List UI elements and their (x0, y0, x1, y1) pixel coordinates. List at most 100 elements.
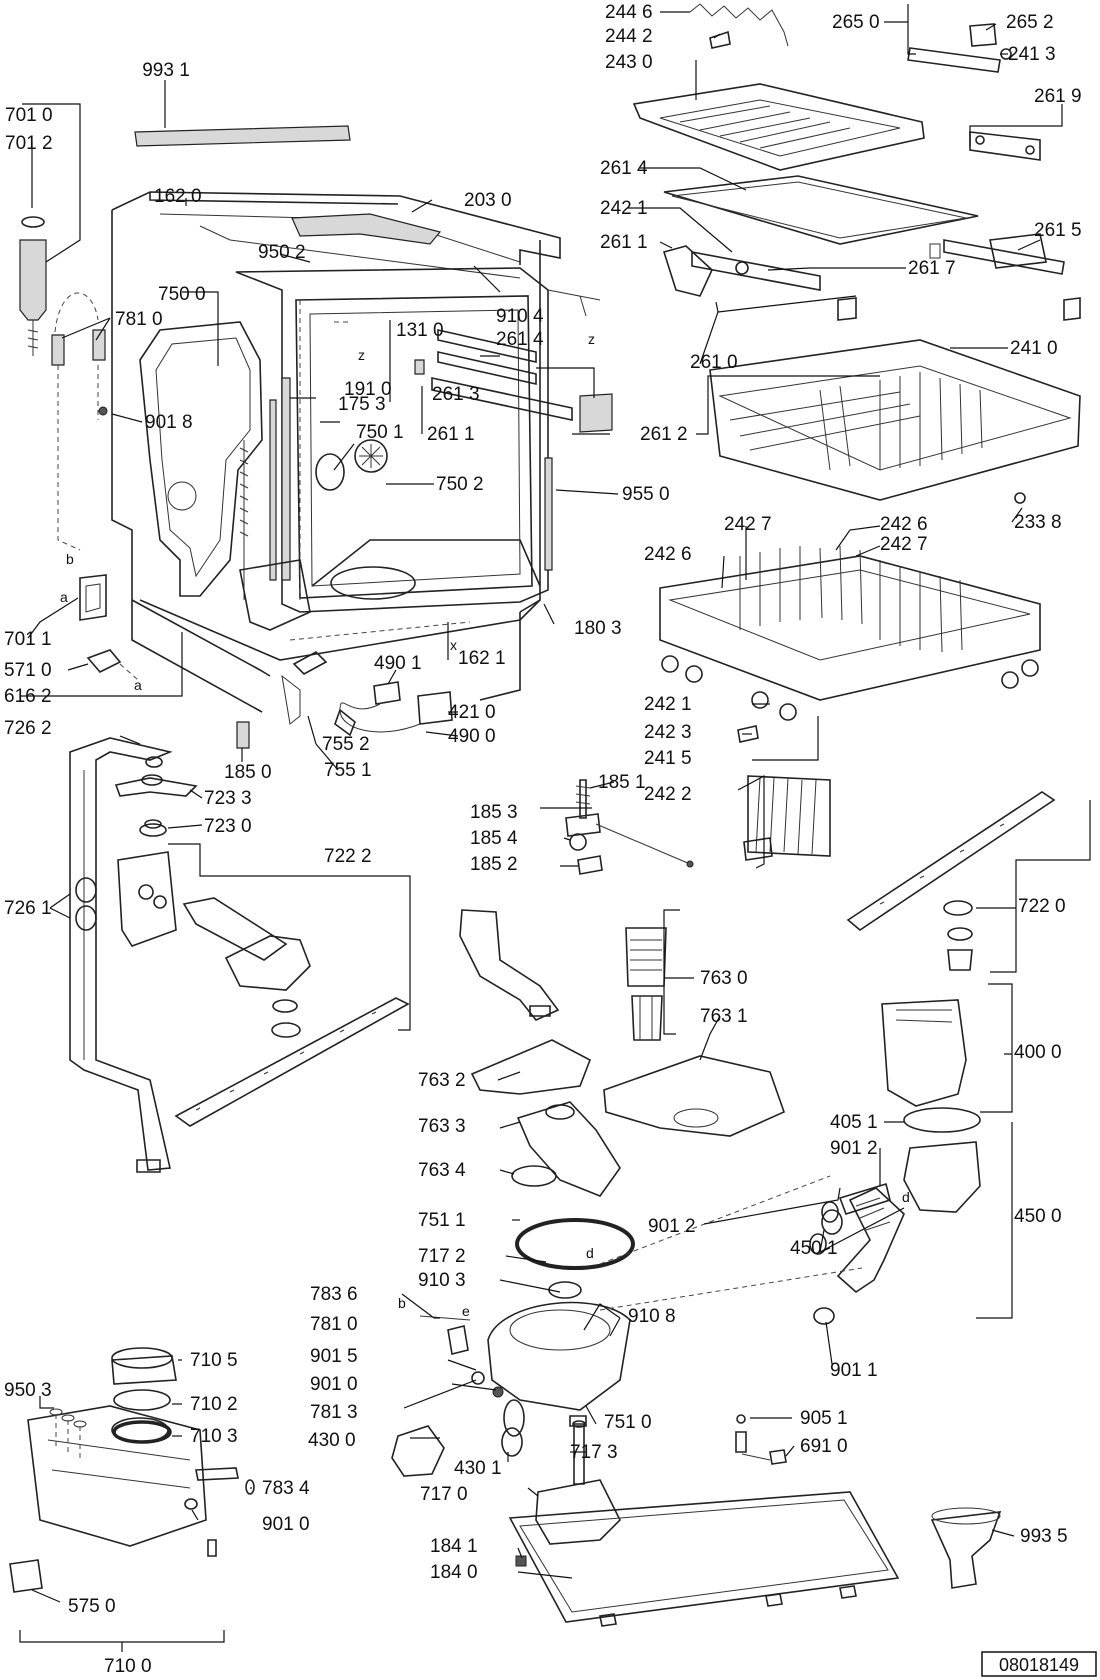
part-label: 162 0 (154, 186, 202, 207)
part-label: 901 2 (648, 1216, 696, 1237)
upper-rail-a (437, 329, 537, 363)
mains-plug (334, 708, 356, 737)
runner-left (691, 251, 821, 291)
part-label: 185 4 (470, 828, 518, 849)
part-label: 723 0 (204, 816, 252, 837)
part-label: 901 0 (310, 1374, 358, 1395)
part-label: 421 0 (448, 702, 496, 723)
reference-letter: a (60, 589, 68, 605)
part-label: 616 2 (4, 686, 52, 707)
part-label: 701 0 (5, 105, 53, 126)
part-label: 180 3 (574, 618, 622, 639)
wheel-6 (1021, 659, 1039, 677)
part-label: 265 2 (1006, 12, 1054, 33)
drain-pump (391, 1425, 445, 1477)
reference-letter: d (902, 1189, 910, 1205)
part-label: 405 1 (830, 1112, 878, 1133)
upper-spray-arm-assembly (846, 791, 1056, 971)
reference-letter: d (586, 1245, 594, 1261)
part-label: 450 0 (1014, 1206, 1062, 1227)
part-label: 710 5 (190, 1350, 238, 1371)
part-label: 781 3 (310, 1402, 358, 1423)
sump-and-pump (391, 1301, 631, 1545)
part-label: 701 1 (4, 629, 52, 650)
part-label: 184 0 (430, 1562, 478, 1583)
part-label: 261 2 (640, 424, 688, 445)
part-label: 261 9 (1034, 86, 1082, 107)
side-gasket-right (544, 457, 553, 571)
distributor-block (117, 851, 177, 947)
wheel-carrier-left (662, 245, 713, 297)
reference-letter: a (134, 677, 142, 693)
softener-valve (195, 1467, 239, 1481)
part-label: 763 2 (418, 1070, 466, 1091)
part-label: 244 6 (605, 2, 653, 23)
part-label: 763 4 (418, 1160, 466, 1181)
micro-filter (603, 1055, 785, 1137)
part-label: 723 3 (204, 788, 252, 809)
part-label: 950 2 (258, 242, 306, 263)
part-label: 242 7 (880, 534, 928, 555)
nonreturn-valve (548, 1281, 582, 1299)
wheel-3 (751, 691, 769, 709)
part-label: 242 1 (600, 198, 648, 219)
part-label: 242 2 (644, 784, 692, 805)
part-label: 261 1 (427, 424, 475, 445)
part-label: 901 8 (145, 412, 193, 433)
part-label: 261 4 (496, 329, 544, 350)
side-rail (269, 399, 277, 581)
lower-spray-arm (174, 997, 410, 1127)
part-label: 241 3 (1008, 44, 1056, 65)
circulation-pump (535, 1479, 621, 1545)
inlet-valve (19, 239, 47, 321)
part-label: 265 0 (832, 12, 880, 33)
heater-plug (86, 649, 122, 673)
part-label: 430 0 (308, 1430, 356, 1451)
lower-spray-arm-assembly (114, 774, 410, 1127)
salt-funnel (930, 1511, 1002, 1589)
part-label: 755 1 (324, 760, 372, 781)
part-label: 185 3 (470, 802, 518, 823)
part-label: 691 0 (800, 1436, 848, 1457)
part-label: 701 2 (5, 133, 53, 154)
circulation-duct (69, 737, 173, 1173)
part-label: 993 1 (142, 60, 190, 81)
vent-fan (354, 439, 388, 473)
part-label: 261 5 (1034, 220, 1082, 241)
part-label: 185 2 (470, 854, 518, 875)
filter-assembly (459, 909, 785, 1299)
part-label: 901 0 (262, 1514, 310, 1535)
part-label: 783 4 (262, 1478, 310, 1499)
sump-cover (881, 999, 967, 1107)
part-label: 717 3 (570, 1442, 618, 1463)
part-label: 717 0 (420, 1484, 468, 1505)
salt-cap (111, 1355, 177, 1385)
part-label: 901 2 (830, 1138, 878, 1159)
upper-arm-nut (114, 777, 198, 797)
foot-bolt (236, 721, 250, 749)
upper-rail-c (431, 377, 573, 421)
softener-body (27, 1405, 207, 1547)
sealing-strip (134, 125, 351, 147)
part-label: 750 2 (436, 474, 484, 495)
level-sensor-and-funnel (735, 1414, 1002, 1589)
part-label: 722 0 (1018, 896, 1066, 917)
door-spring (239, 440, 249, 600)
part-label: 243 0 (605, 52, 653, 73)
part-label: 191 0 (344, 379, 392, 400)
fine-filter (631, 995, 663, 1041)
part-label: 175 3 (338, 394, 386, 415)
tray-spring (689, 3, 789, 47)
upper-basket (709, 339, 1081, 504)
wheel-5 (1001, 671, 1019, 689)
part-label: 430 1 (454, 1458, 502, 1479)
drain-hose-corrugated (836, 1187, 905, 1294)
part-label: 717 2 (418, 1246, 466, 1267)
insulation-panel (139, 321, 263, 597)
part-label: 242 1 (644, 694, 692, 715)
reference-letter: b (66, 551, 74, 567)
part-label: 750 1 (356, 422, 404, 443)
part-label: 950 3 (4, 1380, 52, 1401)
